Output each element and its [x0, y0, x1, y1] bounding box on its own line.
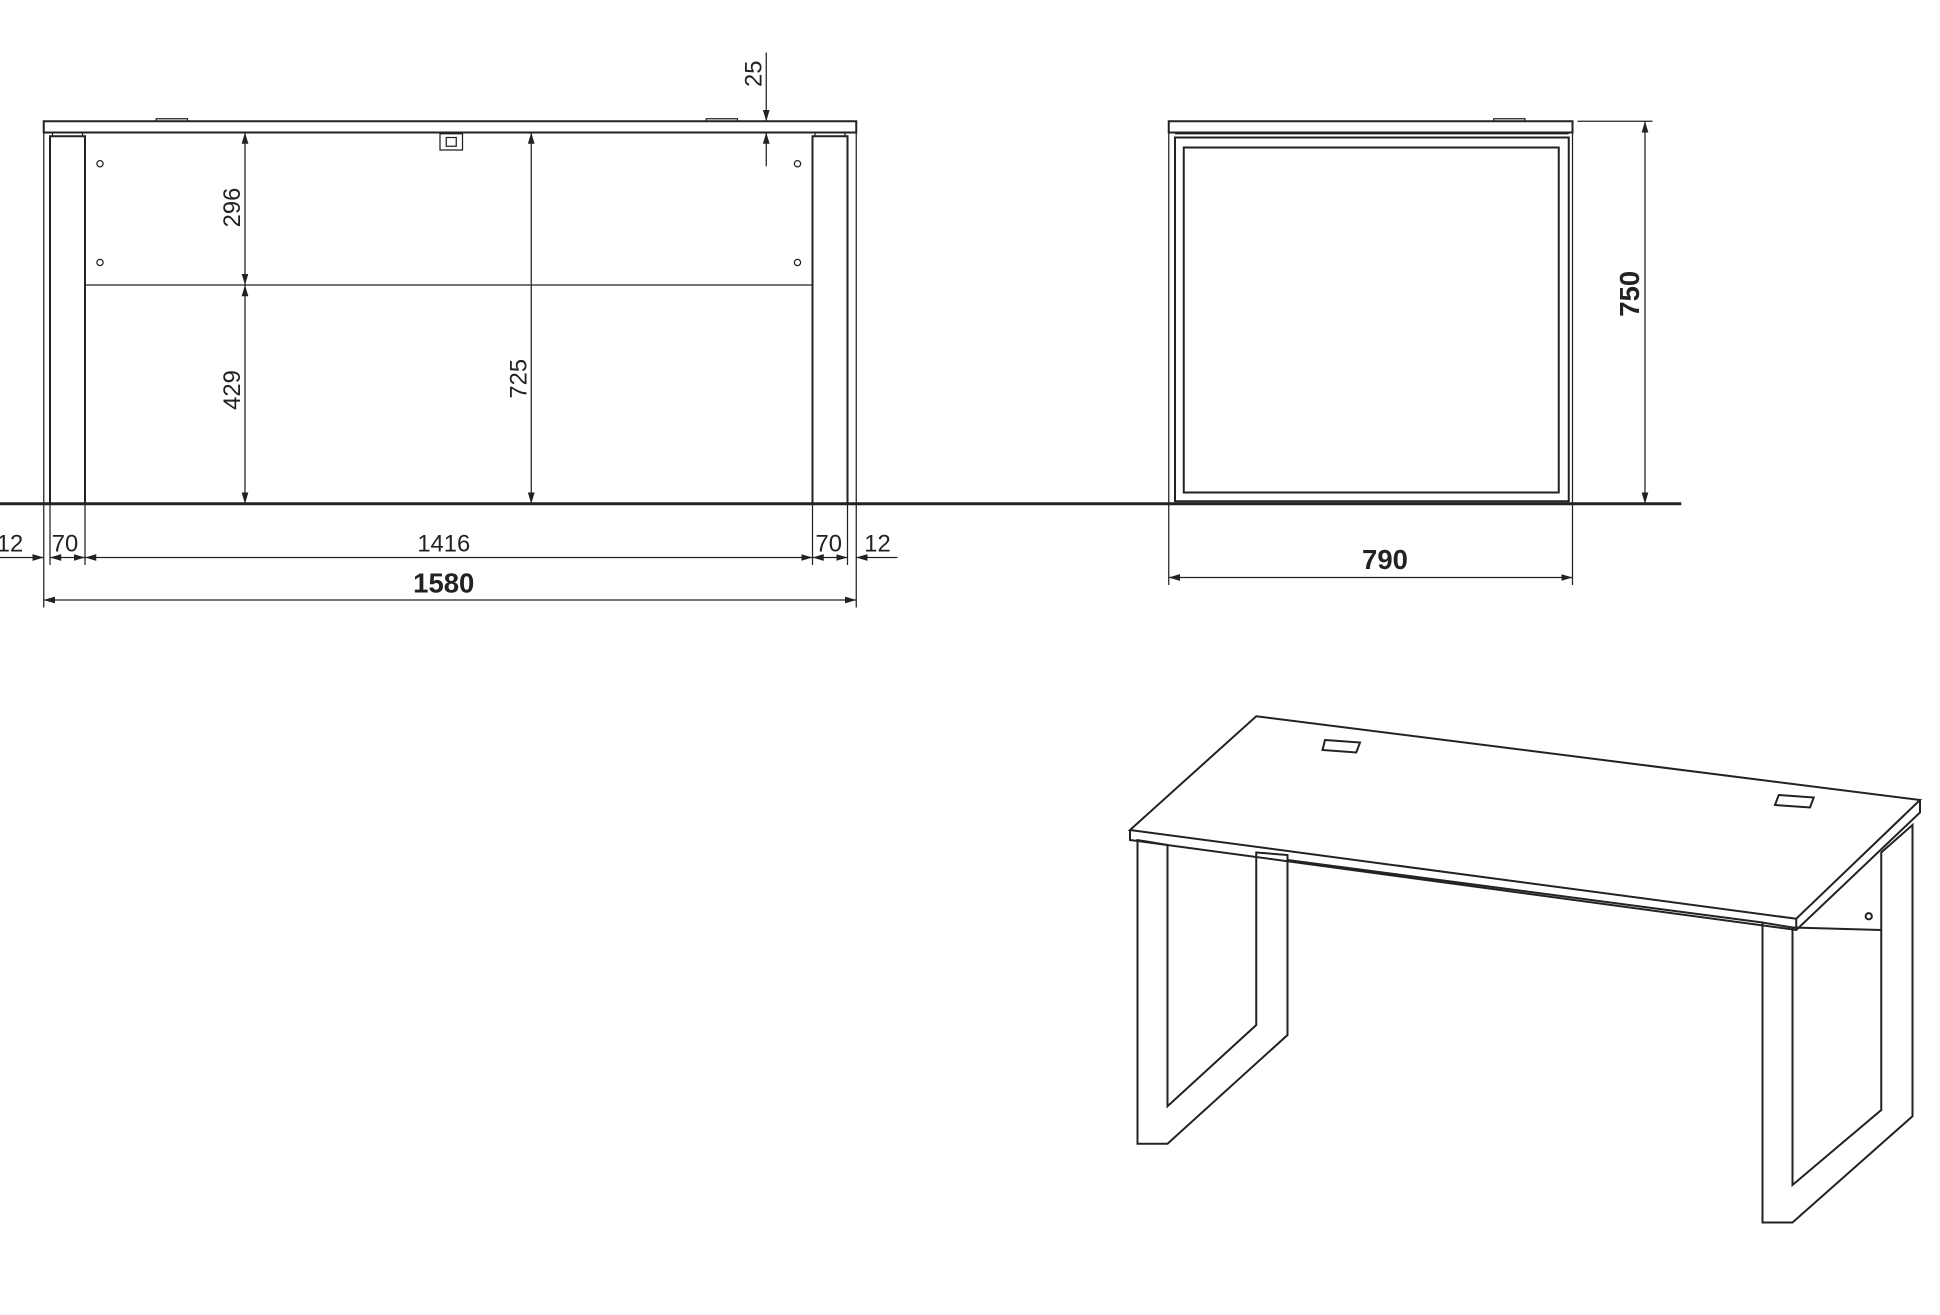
right-leg [811, 135, 849, 505]
dim-1580: 1580 [413, 568, 474, 599]
right-leg-iso [1761, 822, 1914, 1224]
dim-25: 25 [740, 61, 767, 87]
tabletop-iso [1127, 715, 1923, 920]
screw-hole [96, 160, 104, 168]
screw-hole [96, 258, 104, 267]
dim-70-left: 70 [52, 530, 78, 557]
tabletop [42, 120, 858, 134]
dim-12-left: 12 [0, 530, 23, 557]
socket-icon [439, 133, 464, 151]
dim-70-right: 70 [816, 530, 842, 557]
side-view: 750 790 [1167, 118, 1653, 585]
tabletop-side [1167, 120, 1574, 134]
screw-hole [1864, 912, 1873, 921]
screw-hole [793, 258, 802, 267]
leg-frame-inner [1182, 146, 1560, 494]
dim-429: 429 [219, 370, 246, 410]
dim-725: 725 [505, 359, 532, 399]
dim-296: 296 [219, 188, 246, 228]
dim-750: 750 [1614, 271, 1645, 317]
grommet-iso [1321, 738, 1816, 809]
isometric-view [1127, 715, 1923, 1224]
front-view: 296 429 725 25 12 70 1416 70 12 1580 [0, 52, 898, 608]
screw-hole [793, 160, 802, 168]
dim-12-right: 12 [864, 530, 890, 557]
leg-frame-outer [1174, 136, 1570, 503]
dim-1416: 1416 [417, 530, 470, 557]
grommet-left [155, 118, 189, 122]
left-leg [49, 135, 86, 505]
left-leg-iso [1136, 838, 1289, 1145]
grommet-right [705, 118, 739, 122]
dim-790: 790 [1362, 544, 1408, 575]
